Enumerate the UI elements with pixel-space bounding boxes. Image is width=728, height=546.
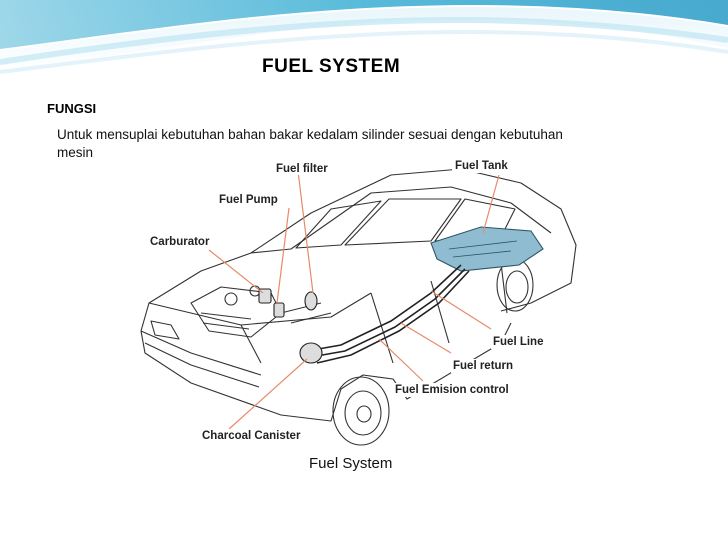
diagram-caption: Fuel System <box>309 455 393 472</box>
label-carburator: Carburator <box>150 236 210 248</box>
charcoal-canister-component <box>299 342 323 364</box>
fuel-tank-shape <box>430 226 544 272</box>
label-fuel-emision-control: Fuel Emision control <box>395 384 509 396</box>
fuel-system-diagram: Fuel filter Fuel Tank Fuel Pump Carburat… <box>131 153 591 481</box>
section-label: FUNGSI <box>47 101 97 116</box>
header-wave-decoration <box>0 0 728 74</box>
description-text: Untuk mensuplai kebutuhan bahan bakar ke… <box>57 127 563 160</box>
car-illustration <box>140 159 577 446</box>
label-fuel-pump: Fuel Pump <box>219 194 278 206</box>
label-fuel-filter: Fuel filter <box>276 163 328 175</box>
label-charcoal-canister: Charcoal Canister <box>202 430 301 442</box>
slide-title: FUEL SYSTEM <box>262 56 401 77</box>
fuel-pump-component <box>273 302 285 318</box>
fuel-filter-component <box>304 291 318 311</box>
label-fuel-line: Fuel Line <box>493 336 544 348</box>
label-fuel-return: Fuel return <box>453 360 514 372</box>
label-fuel-tank: Fuel Tank <box>455 160 508 172</box>
